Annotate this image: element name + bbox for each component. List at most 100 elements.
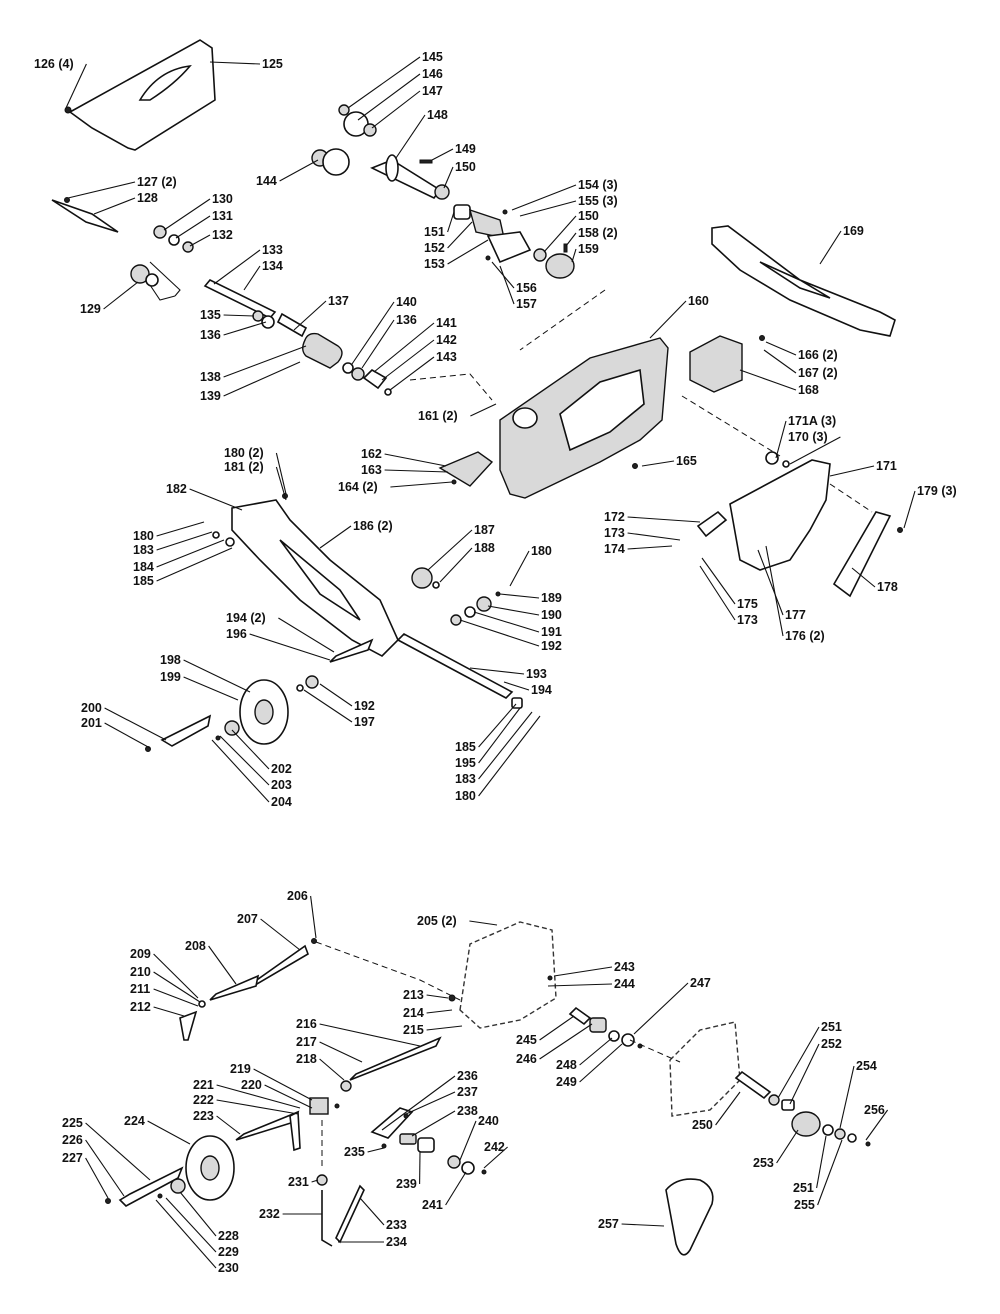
- leader-line: [85, 1122, 151, 1181]
- screw-220: [334, 1103, 340, 1109]
- rod-232: [321, 1190, 333, 1247]
- part-label: 140: [396, 295, 417, 309]
- part-label: 245: [516, 1033, 537, 1047]
- washer-191: [464, 606, 476, 618]
- screw-229: [157, 1193, 163, 1199]
- part-label: 206: [287, 889, 308, 903]
- screw-154: [502, 209, 508, 215]
- leader-line: [641, 460, 675, 467]
- bracket-172: [696, 510, 728, 538]
- washer-129b: [145, 273, 159, 287]
- part-label: 180 (2): [224, 446, 264, 460]
- part-label: 239: [396, 1177, 417, 1191]
- part-label: 161 (2): [418, 409, 458, 423]
- screw-166: [759, 335, 765, 341]
- leader-line: [278, 617, 335, 653]
- leader-line: [65, 63, 87, 109]
- part-label: 136: [396, 313, 417, 327]
- part-label: 221: [193, 1078, 214, 1092]
- screw-189: [495, 591, 501, 597]
- alignment-line-c: [681, 395, 781, 457]
- part-label: 198: [160, 653, 181, 667]
- leader-line: [765, 545, 784, 637]
- shaft-208: [209, 974, 260, 1001]
- part-label: 127 (2): [137, 175, 177, 189]
- leader-line: [443, 166, 454, 189]
- leader-line: [789, 436, 841, 465]
- part-label: 250: [692, 1118, 713, 1132]
- leader-line: [763, 349, 797, 374]
- part-label: 133: [262, 243, 283, 257]
- leader-line: [361, 319, 395, 369]
- part-label: 148: [427, 108, 448, 122]
- handle-212: [179, 1010, 198, 1041]
- part-label: 130: [212, 192, 233, 206]
- part-label: 211: [130, 982, 150, 996]
- spring-233: [335, 1184, 365, 1244]
- part-label: 238: [457, 1104, 478, 1118]
- leader-line: [553, 966, 613, 977]
- leader-line: [478, 711, 533, 780]
- part-label: 248: [556, 1058, 577, 1072]
- ring-136b: [351, 367, 365, 381]
- part-label: 159: [578, 242, 599, 256]
- housing-152: [468, 208, 505, 239]
- leader-line: [216, 1099, 299, 1115]
- screw-126: [64, 106, 72, 114]
- part-label: 173: [604, 526, 625, 540]
- part-label: 229: [218, 1245, 239, 1259]
- leader-line: [384, 469, 449, 473]
- part-label: 176 (2): [785, 629, 825, 643]
- bracket-153: [486, 231, 532, 264]
- leader-line: [319, 1023, 421, 1047]
- gear-192b: [305, 675, 319, 689]
- screw-206: [311, 938, 317, 944]
- part-label: 131: [212, 209, 233, 223]
- leader-line: [223, 345, 307, 378]
- part-label: 192: [541, 639, 562, 653]
- shaft-196: [329, 638, 374, 663]
- leader-line: [231, 729, 270, 770]
- leader-line: [183, 659, 251, 693]
- leader-lines: [65, 56, 916, 1269]
- assembly-bracket-129: [149, 261, 181, 301]
- leader-line: [503, 681, 530, 691]
- part-label: 217: [296, 1035, 317, 1049]
- washer-254: [822, 1124, 834, 1136]
- part-label: 172: [604, 510, 625, 524]
- leader-line: [817, 1139, 843, 1206]
- screw-203: [215, 735, 221, 741]
- alignment-line-e: [315, 941, 461, 1001]
- part-label: 126 (4): [34, 57, 74, 71]
- part-label: 191: [541, 625, 562, 639]
- handle-222: [289, 1110, 301, 1152]
- part-label: 168: [798, 383, 819, 397]
- part-label: 226: [62, 1133, 83, 1147]
- leader-line: [189, 488, 243, 511]
- part-label: 169: [843, 224, 864, 238]
- part-label: 149: [455, 142, 476, 156]
- washer-188: [432, 581, 440, 589]
- leader-line: [253, 1068, 313, 1101]
- part-label: 165: [676, 454, 697, 468]
- leader-line: [627, 532, 681, 541]
- screw-179: [897, 527, 903, 533]
- part-label: 197: [354, 715, 375, 729]
- leader-line: [539, 1023, 593, 1060]
- leader-line: [487, 605, 540, 616]
- leader-line: [153, 988, 199, 1007]
- part-label: 194: [531, 683, 552, 697]
- sleeve-239: [417, 1137, 435, 1153]
- pulley-253: [791, 1111, 821, 1137]
- leader-line: [381, 339, 435, 381]
- part-label: 190: [541, 608, 562, 622]
- leader-line: [633, 982, 689, 1035]
- leader-line: [223, 361, 301, 397]
- part-label: 194 (2): [226, 611, 266, 625]
- part-label: 163: [361, 463, 382, 477]
- spacer-137: [276, 312, 308, 338]
- screw-127: [64, 197, 70, 203]
- part-label: 252: [821, 1037, 842, 1051]
- part-label: 173: [737, 613, 758, 627]
- bushing-246: [589, 1017, 607, 1033]
